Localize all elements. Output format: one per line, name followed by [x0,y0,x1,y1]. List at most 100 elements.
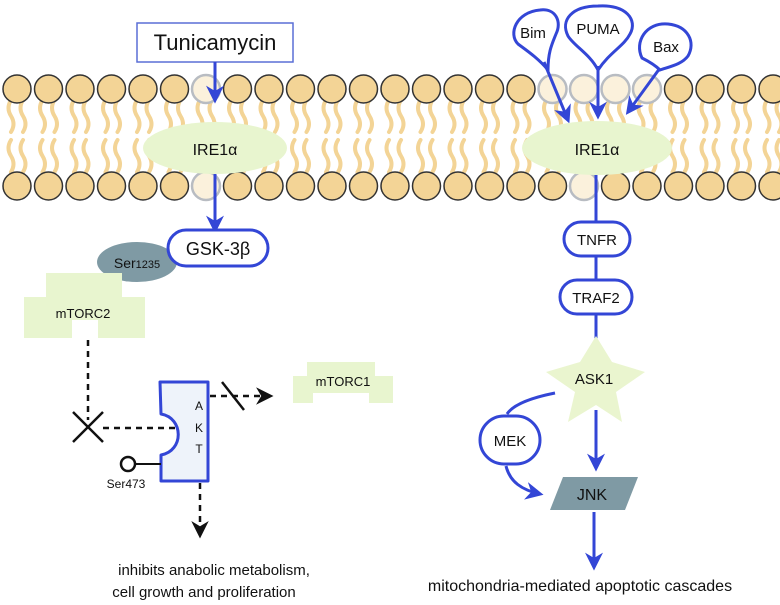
ser1235-node: Ser1235 [97,242,177,282]
lipid-head [285,74,316,104]
lipid-tail [428,138,437,174]
lipid-tail [680,98,689,134]
lipid-tail [365,138,374,174]
bax-node: Bax [638,22,693,72]
bim-node: Bim [512,8,560,75]
tunicamycin-label: Tunicamycin [154,30,277,55]
lipid-head [222,171,253,201]
lipid-tail [396,138,406,174]
lipid-tail [762,98,772,134]
lipid-head [443,171,473,201]
bim-label: Bim [520,25,546,42]
lipid-tail [321,138,331,174]
lipid-head [2,171,32,201]
akt-mtorc1-block [221,381,245,411]
lipid-tail [384,98,394,134]
inhibits-text-line2: cell growth and proliferation [112,584,295,601]
lipid-head [254,171,284,201]
puma-label: PUMA [576,21,619,38]
lipid-tail [132,98,142,134]
lipid-tail [101,138,110,174]
lipid-tail [384,138,394,174]
lipid-head [254,74,284,104]
lipid-tail [447,98,457,134]
lipid-tail [18,98,28,134]
lipid-head [726,74,757,104]
lipid-head [159,74,190,104]
mtorc1-label: mTORC1 [316,374,371,389]
lipid-tail [416,138,425,174]
lipid-head [380,74,410,104]
lipid-tail [459,138,469,174]
lipid-head [2,74,32,104]
lipid-head [600,73,631,105]
tunicamycin-box: Tunicamycin [136,22,294,63]
ser473-label: Ser473 [107,477,146,491]
lipid-tail [542,98,551,134]
lipid-tail [774,138,780,174]
lipid-tail [333,98,343,134]
lipid-tail [101,98,110,134]
lipid-tail [699,138,709,174]
ask1-node: ASK1 [546,336,645,422]
lipid-tail [50,138,59,174]
lipid-tail [353,98,362,134]
inhibits-text-line1: inhibits anabolic metabolism, [118,562,310,579]
ire1-left: IRE1α [143,122,287,174]
lipid-tail [479,98,488,134]
line-ask1-mek [505,391,556,415]
lipid-head [33,74,64,104]
lipid-tail [302,138,311,174]
arrow-mek-jnk [504,465,544,500]
gsk3b-label: GSK-3β [186,239,250,259]
lipid-tail [428,98,437,134]
lipid-tail [459,98,469,134]
lipid-tail [491,98,500,134]
lipid-tail [774,98,780,134]
lipid-tail [6,98,16,134]
ire1-right: IRE1α [522,121,672,175]
akt-node: A K T [158,380,210,483]
traf2-label: TRAF2 [572,290,620,307]
lipid-tail [711,138,721,174]
lipid-head [568,73,600,105]
lipid-tail [321,98,331,134]
lipid-head [65,74,95,104]
lipid-tail [365,98,374,134]
lipid-head [632,171,662,201]
lipid-head [506,171,536,201]
lipid-tail [491,138,500,174]
mtorc1-node: mTORC1 [293,362,393,403]
lipid-tail [81,138,91,174]
lipid-tail [144,98,154,134]
lipid-head [317,171,347,201]
akt-letter-k: K [195,421,203,435]
puma-node: PUMA [564,4,634,73]
lipid-head [317,74,347,104]
lipid-head [726,171,757,201]
ask1-label: ASK1 [575,371,613,388]
lipid-tail [38,98,47,134]
lipid-head [128,74,158,104]
akt-letter-t: T [195,442,203,456]
ire1-left-label: IRE1α [193,142,238,159]
lipid-tail [743,98,752,134]
lipid-tail [479,138,488,174]
lipid-tail [743,138,752,174]
lipid-tail [38,138,47,174]
lipid-head [474,171,505,201]
lipid-head [128,171,158,201]
lipid-head [65,171,95,201]
lipid-head [285,171,316,201]
lipid-head [96,74,127,104]
lipid-tail [680,138,689,174]
lipid-tail [69,98,79,134]
akt-letter-a: A [195,399,203,413]
lipid-head [411,74,442,104]
lipid-tail [648,98,658,134]
lipid-head [600,171,631,201]
lipid-tail [522,98,532,134]
ser1235-main: Ser [114,255,136,271]
lipid-head [695,171,725,201]
